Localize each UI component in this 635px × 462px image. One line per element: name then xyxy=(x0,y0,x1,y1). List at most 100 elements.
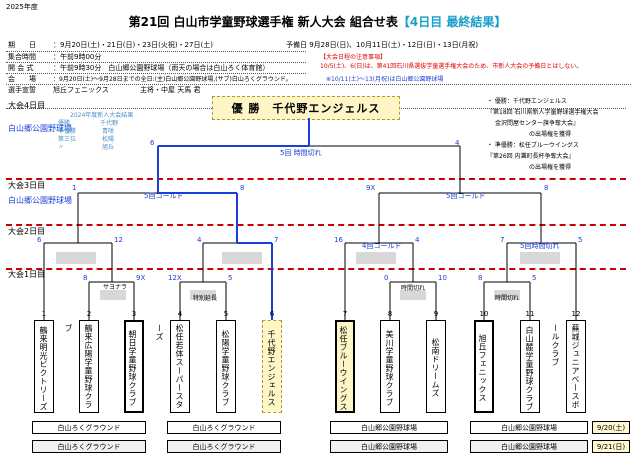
champion-banner: 優 勝 千代野エンジェルス xyxy=(212,96,400,120)
team-number: 8 xyxy=(387,310,393,318)
placeholder-box xyxy=(400,290,426,300)
placeholder-box xyxy=(494,290,520,300)
team-number: 11 xyxy=(525,310,535,318)
notice-title: 【大会日程の注意事項】 xyxy=(320,54,387,61)
venue-cell: 白山郷公園野球場 xyxy=(330,440,448,453)
period-label: 期 日 xyxy=(8,41,36,49)
team-number: 10 xyxy=(479,310,489,318)
prev-results-title: 2024年度新人大会結果 xyxy=(70,112,134,119)
r2-score-left: 12X xyxy=(168,274,182,282)
placeholder-box xyxy=(520,252,560,264)
team-box: 美川学童野球クラブ xyxy=(380,320,400,413)
r1-score-left: 8 xyxy=(83,274,88,282)
r3-score-left: 0 xyxy=(384,274,389,282)
prev-val: 青咲 xyxy=(102,128,115,135)
date-cell: 9/21(日) xyxy=(592,440,630,453)
date-cell: 9/20(土) xyxy=(592,421,630,434)
oath-label: 選手宣誓 xyxy=(8,86,36,94)
r3-note: 時間切れ xyxy=(401,285,426,292)
venue-cell: 白山郷公園野球場 xyxy=(470,440,588,453)
q4-note: 5回時間切れ xyxy=(520,242,560,250)
sf2-score-left: 9X xyxy=(366,184,376,192)
q1-score-right: 12 xyxy=(114,236,123,244)
day4-venue: 白山郷公園野球場 xyxy=(8,124,72,133)
sf1-score-left: 1 xyxy=(72,184,77,192)
meet-value: ：午前9時00分 xyxy=(53,53,102,61)
placeholder-box xyxy=(190,290,216,300)
team-number: 12 xyxy=(571,310,581,318)
prev-val: 千代野 xyxy=(100,120,119,127)
team-number: 2 xyxy=(86,310,92,318)
venue-value: ：9月20日(土)～9月28日までの全日:(主)白山郷公園野球場,(サブ)白山ろ… xyxy=(53,76,292,83)
r1-score-right: 9X xyxy=(136,274,146,282)
team-box: 鶴来明光ビクトリーズ xyxy=(34,320,54,413)
placeholder-box xyxy=(100,290,126,300)
reserve-dates: 予備日 9月28日(日)、10月11日(土)・12日(日)・13日(月祝) xyxy=(286,41,479,49)
sf1-note: 5回コールド xyxy=(144,192,184,200)
q4-score-left: 7 xyxy=(500,236,505,244)
venue-cell: 白山ろくグラウンド xyxy=(167,421,281,434)
q2-score-right: 7 xyxy=(274,236,279,244)
final-score-right: 4 xyxy=(455,139,460,147)
prev-key: 準優勝 xyxy=(58,128,77,135)
prev-key: 第三位 xyxy=(58,136,77,143)
placeholder-box xyxy=(356,252,396,264)
placeholder-box xyxy=(56,252,96,264)
divider xyxy=(6,51,306,52)
prev-row: 〃 旭丘 xyxy=(58,144,134,152)
r3-score-right: 10 xyxy=(438,274,447,282)
award-line: の出場権を獲得 xyxy=(529,164,572,171)
q3-score-right: 4 xyxy=(415,236,420,244)
team-number: 4 xyxy=(177,310,183,318)
sf1-score-right: 8 xyxy=(240,184,245,192)
final-note: 5回 時間切れ xyxy=(280,149,322,157)
award-line: の出場権を獲得 xyxy=(529,131,572,138)
q2-score-left: 4 xyxy=(197,236,202,244)
day3-line xyxy=(6,178,626,180)
team-number: 3 xyxy=(131,310,137,318)
q4-score-right: 5 xyxy=(578,236,583,244)
venue-cell: 白山郷公園野球場 xyxy=(470,421,588,434)
day3-label: 大会3日目 xyxy=(8,181,46,190)
year-label: 2025年度 xyxy=(6,3,38,11)
r4-note: 時間切れ xyxy=(495,295,520,302)
notice-body: 10/5(土)、6(日)は、第41回石川県選抜学童選手権大会のため、市新人大会の… xyxy=(320,63,583,70)
team-box: 白山麓学童野球クラブ xyxy=(520,320,540,413)
prev-val: 松陽 xyxy=(102,136,115,143)
sf2-score-right: 8 xyxy=(544,184,549,192)
venue-cell: 白山ろくグラウンド xyxy=(32,440,146,453)
team-box: 旭丘フェニックス xyxy=(474,320,494,413)
prev-val: 旭丘 xyxy=(102,144,115,151)
sf2-note: 5回コールド xyxy=(446,192,486,200)
placeholder-box xyxy=(222,252,262,264)
q3-note: 4回コールド xyxy=(362,242,402,250)
page-title: 第21回 白山市学童野球選手権 新人大会 組合せ表【4日目 最終結果】 xyxy=(0,14,635,30)
awards: ・ 優勝：千代野エンジェルス 『第18回 石川県新人学童野球選手権大会 金沢問屋… xyxy=(487,96,635,173)
oath-captain: 主将・中屋 天馬 君 xyxy=(140,86,201,94)
venue-label: 会 場 xyxy=(8,75,36,83)
award-line: ・ 優勝：千代野エンジェルス xyxy=(487,98,567,105)
team-number: 5 xyxy=(223,310,229,318)
team-box: 鶴来広陽学童野球クラブ xyxy=(64,320,99,413)
prev-row: 優勝 千代野 xyxy=(58,120,134,128)
venue-cell: 白山郷公園野球場 xyxy=(330,421,448,434)
award-line: 金沢問屋センター旗争奪大会』 xyxy=(495,120,580,127)
oath-value: 旭丘フェニックス xyxy=(53,86,109,94)
award-line: 『第26回 内灘町長杯争奪大会』 xyxy=(487,153,575,160)
title-highlight: 【4日目 最終結果】 xyxy=(397,15,507,29)
team-number: 1 xyxy=(41,310,47,318)
prev-key: 優勝 xyxy=(58,120,71,127)
meet-label: 集合時間 xyxy=(8,53,36,61)
open-label: 開 会 式 xyxy=(8,64,34,72)
q3-score-left: 16 xyxy=(334,236,343,244)
team-box: 松任若体スーパースターズ xyxy=(155,320,190,413)
divider xyxy=(6,73,306,74)
team-box: 松陽学童野球クラブ xyxy=(216,320,236,413)
r4-score-left: 8 xyxy=(478,274,483,282)
team-box-champion: 千代野エンジェルス xyxy=(262,320,282,413)
day1-label: 大会1日目 xyxy=(8,270,46,279)
prev-key: 〃 xyxy=(58,144,65,151)
period-value: ：9月20日(土)・21日(日)・23日(火祝)・27日(土) xyxy=(53,41,213,49)
prev-results: 2024年度新人大会結果 優勝 千代野 準優勝 青咲 第三位 松陽 〃 旭丘 xyxy=(58,112,134,164)
